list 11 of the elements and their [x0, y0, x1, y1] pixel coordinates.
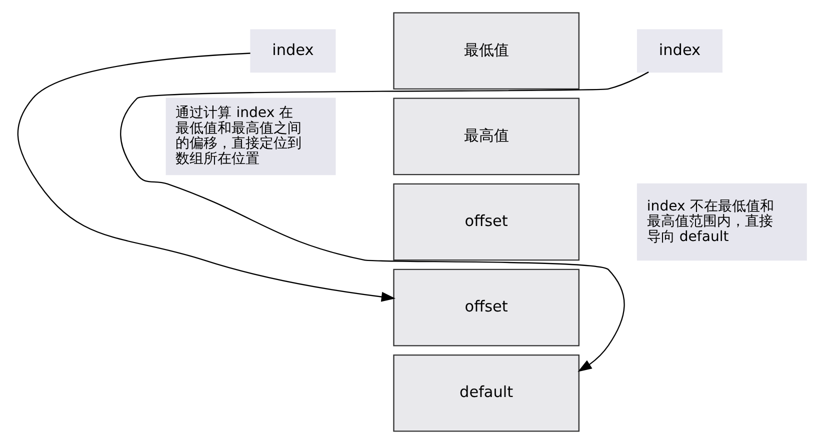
- node-box: 通过计算 index 在最低值和最高值之间的偏移，直接定位到数组所在位置: [166, 98, 336, 176]
- node-box: index: [250, 29, 336, 73]
- arrow: [120, 72, 649, 372]
- node-box: 最低值: [393, 12, 580, 90]
- node-box: offset: [393, 183, 580, 261]
- node-box: index: [636, 29, 722, 73]
- arrow: [18, 52, 396, 302]
- node-box: 最高值: [393, 98, 580, 176]
- node-box: default: [393, 354, 580, 432]
- node-box: index 不在最低值和最高值范围内，直接导向 default: [636, 183, 807, 261]
- node-box: offset: [393, 268, 580, 346]
